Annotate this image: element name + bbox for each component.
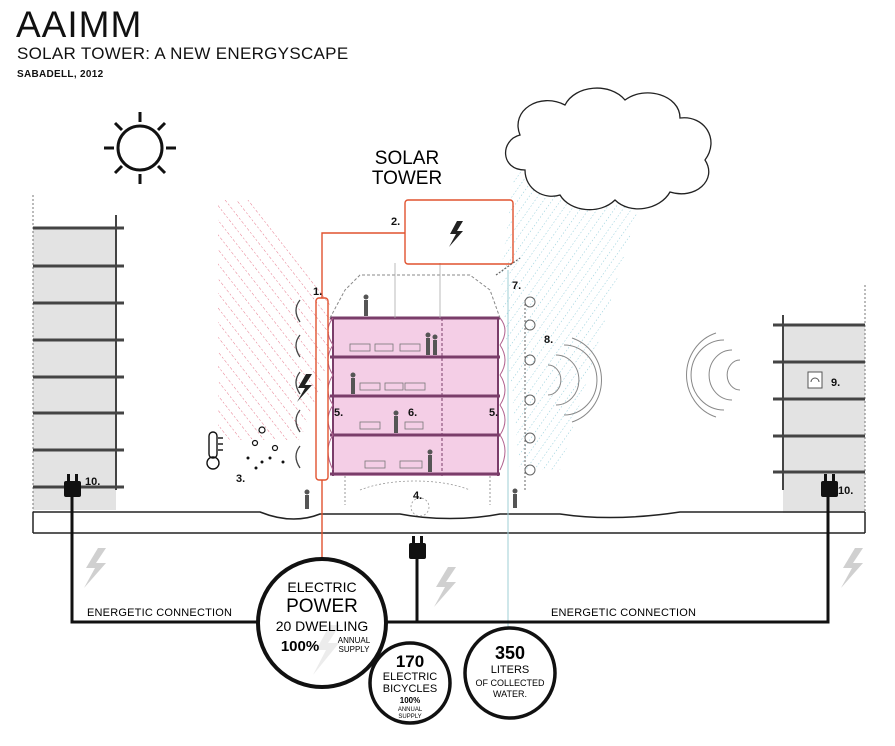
label-5b: 5. (489, 407, 498, 419)
label-4: 4. (413, 490, 422, 502)
ground (32, 511, 866, 534)
power-line1: ELECTRIC (287, 579, 356, 595)
bicycles-note3: SUPPLY (398, 714, 421, 720)
stat-bicycles: 170 ELECTRIC BICYCLES 100% ANNUAL SUPPLY (368, 641, 452, 725)
water-line2: OF COLLECTED (475, 678, 545, 688)
stat-power: ELECTRIC POWER 20 DWELLING 100% ANNUAL S… (256, 557, 388, 689)
bicycles-value: 170 (396, 652, 424, 671)
label-1: 1. (313, 286, 322, 298)
power-percent: 100% (281, 638, 319, 655)
plug-icon (821, 474, 838, 497)
rain-area (500, 170, 650, 470)
thermometer-icon (206, 431, 223, 470)
project-subtitle: SOLAR TOWER: A NEW ENERGYSCAPE (17, 44, 349, 63)
wifi-waves-right (686, 332, 741, 418)
water-line1: LITERS (491, 664, 530, 676)
energetic-connection-left: ENERGETIC CONNECTION (87, 607, 232, 619)
bicycles-line2: BICYCLES (383, 683, 437, 695)
tower-title-line1: SOLAR (375, 148, 439, 169)
wifi-waves-left (547, 337, 602, 423)
label-10b: 10. (838, 485, 853, 497)
label-7: 7. (512, 280, 521, 292)
power-note2: SUPPLY (339, 645, 371, 654)
label-10a: 10. (85, 476, 100, 488)
plug-icon (409, 536, 426, 559)
lightning-icon (449, 221, 463, 247)
place-year: SABADELL, 2012 (17, 69, 104, 80)
bicycles-line1: ELECTRIC (383, 671, 437, 683)
label-3: 3. (236, 473, 245, 485)
solar-fins (295, 299, 301, 469)
lightning-icon (434, 567, 456, 607)
power-line2: POWER (286, 596, 358, 617)
label-8: 8. (544, 334, 553, 346)
bicycles-note2: ANNUAL (398, 707, 423, 713)
left-building (32, 195, 124, 512)
power-line (315, 199, 514, 565)
lightning-icon (84, 548, 106, 588)
tower-title-line2: TOWER (372, 168, 442, 189)
label-9: 9. (831, 377, 840, 389)
wifi-icon (807, 371, 823, 389)
energetic-connection-lines (70, 497, 830, 624)
power-note1: ANNUAL (338, 636, 371, 645)
air-particles (246, 426, 285, 470)
water-collectors (524, 296, 536, 490)
lightning-icon (297, 374, 312, 402)
water-line3: WATER. (493, 689, 527, 699)
cloud-icon (504, 87, 712, 211)
label-5a: 5. (334, 407, 343, 419)
power-line3: 20 DWELLING (276, 618, 369, 634)
water-value: 350 (495, 643, 525, 663)
brand-title: AAIMM (16, 4, 143, 45)
label-6: 6. (408, 407, 417, 419)
sun-icon (104, 112, 176, 184)
right-building (773, 285, 866, 513)
label-2: 2. (391, 216, 400, 228)
bicycles-note1: 100% (400, 696, 420, 705)
solar-radiation (218, 200, 330, 440)
tower (304, 263, 518, 517)
plug-icon (64, 474, 81, 497)
lightning-icon (841, 548, 863, 588)
energetic-connection-right: ENERGETIC CONNECTION (551, 607, 696, 619)
stat-water: 350 LITERS OF COLLECTED WATER. (463, 626, 557, 720)
